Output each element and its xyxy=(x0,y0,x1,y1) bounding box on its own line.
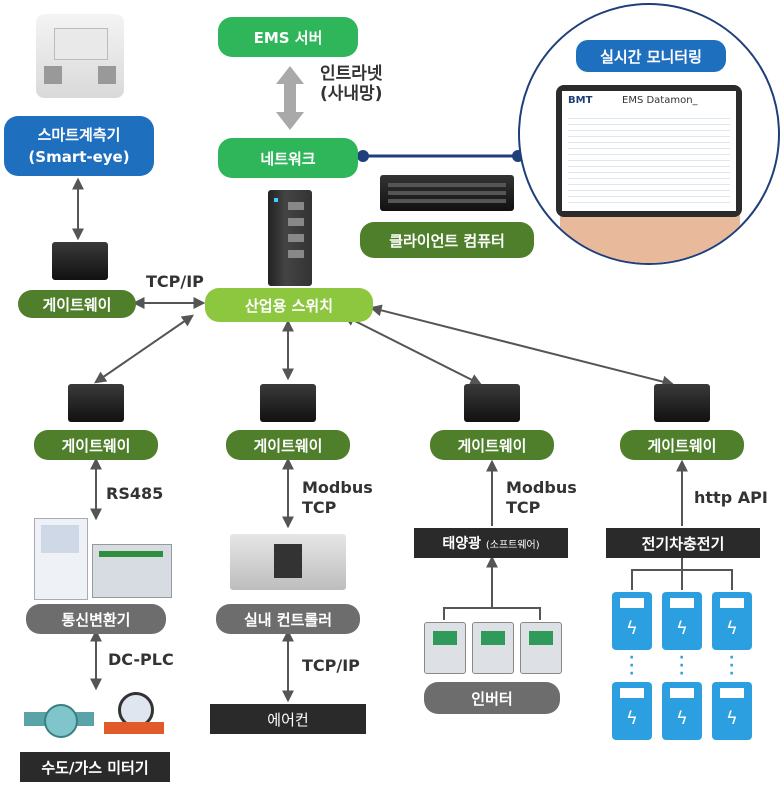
ellipsis-icon: ··· xyxy=(729,650,735,682)
gateway-device-icon xyxy=(68,384,124,422)
client-pc-node: 클라이언트 컴퓨터 xyxy=(360,222,534,258)
water-meter-icon xyxy=(24,704,94,738)
intranet-label: 인트라넷(사내망) xyxy=(320,64,383,104)
charger-icon: ϟ xyxy=(662,592,702,650)
gateway-node-1: 게이트웨이 xyxy=(34,430,158,460)
industrial-switch-node: 산업용 스위치 xyxy=(205,288,373,322)
inverter-device-icon xyxy=(520,622,562,674)
tcpip-label-top: TCP/IP xyxy=(146,272,204,291)
inverter-node: 인버터 xyxy=(424,682,560,714)
gateway-device-icon xyxy=(260,384,316,422)
gateway-node-2: 게이트웨이 xyxy=(226,430,350,460)
gateway-device-icon xyxy=(654,384,710,422)
network-node: 네트워크 xyxy=(218,138,358,178)
ellipsis-icon: ··· xyxy=(679,650,685,682)
comm-converter-node: 통신변환기 xyxy=(26,604,166,634)
solar-node: 태양광 (소프트웨어) xyxy=(414,528,568,558)
smart-meter-device-icon xyxy=(36,14,124,98)
charger-icon: ϟ xyxy=(712,682,752,740)
water-gas-meter-node: 수도/가스 미터기 xyxy=(20,752,170,782)
ems-server-node: EMS 서버 xyxy=(218,17,358,57)
gateway-node-4: 게이트웨이 xyxy=(620,430,744,460)
converter-device-icon xyxy=(34,518,88,600)
ellipsis-icon: ··· xyxy=(629,650,635,682)
converter-device-icon xyxy=(92,544,172,598)
charger-icon: ϟ xyxy=(712,592,752,650)
rs485-label: RS485 xyxy=(106,484,164,503)
switch-device-icon xyxy=(268,190,312,286)
tablet-icon: BMT EMS Datamon_ xyxy=(556,85,742,217)
screen-title: EMS Datamon_ xyxy=(622,95,698,106)
inverter-device-icon xyxy=(424,622,466,674)
charger-icon: ϟ xyxy=(612,682,652,740)
aircon-node: 에어컨 xyxy=(210,704,366,734)
server-rack-icon xyxy=(380,175,514,211)
screen-brand: BMT xyxy=(568,95,593,106)
charger-icon: ϟ xyxy=(662,682,702,740)
gateway-node-left: 게이트웨이 xyxy=(18,290,136,318)
controller-device-icon xyxy=(230,534,346,590)
gateway-device-icon xyxy=(464,384,520,422)
inverter-device-icon xyxy=(472,622,514,674)
dcplc-label: DC-PLC xyxy=(108,650,174,669)
http-api-label: http API xyxy=(694,488,768,507)
gateway-node-3: 게이트웨이 xyxy=(430,430,554,460)
indoor-controller-node: 실내 컨트롤러 xyxy=(216,604,360,634)
monitoring-node: 실시간 모니터링 xyxy=(576,40,726,72)
gas-meter-icon xyxy=(104,692,164,736)
screen-table xyxy=(568,113,730,205)
gateway-device-icon xyxy=(52,242,108,280)
ev-charger-node: 전기차충전기 xyxy=(606,528,760,558)
smart-meter-node: 스마트계측기(Smart-eye) xyxy=(4,116,154,176)
intranet-arrow xyxy=(276,66,304,130)
tcpip-label-bottom: TCP/IP xyxy=(302,656,360,675)
charger-icon: ϟ xyxy=(612,592,652,650)
